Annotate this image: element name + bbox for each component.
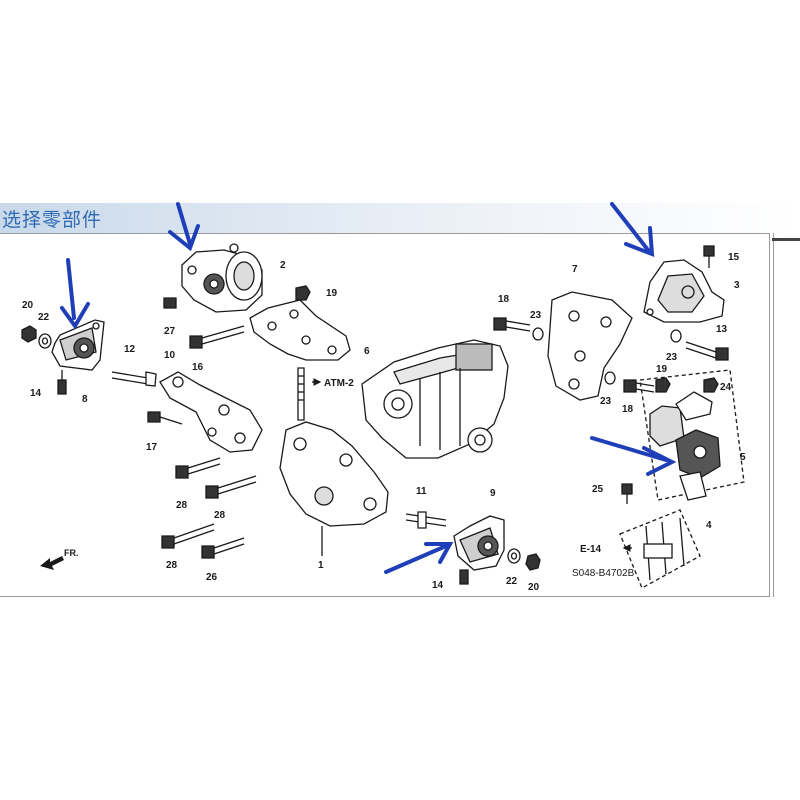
callout-13: 13 — [716, 324, 728, 335]
callout-23-a: 23 — [530, 310, 542, 321]
part-6-bracket[interactable] — [249, 299, 351, 361]
part-16-bolt[interactable] — [189, 325, 245, 349]
part-2-mount[interactable] — [181, 243, 263, 313]
callout-24: 24 — [720, 382, 732, 393]
callout-1: 1 — [318, 560, 324, 571]
front-direction-arrow-icon: FR. — [40, 548, 79, 570]
highlight-arrow-right-mid-icon — [590, 436, 677, 476]
callout-6: 6 — [364, 346, 370, 357]
part-14-bolt-left[interactable] — [57, 370, 67, 395]
callout-20-left: 20 — [22, 300, 34, 311]
engine-block[interactable] — [361, 339, 509, 459]
callout-25: 25 — [592, 484, 604, 495]
callout-19-center: 19 — [326, 288, 338, 299]
part-15-bolt[interactable] — [703, 245, 715, 268]
callout-4: 4 — [706, 520, 712, 531]
part-11-bolt[interactable] — [405, 511, 447, 529]
page-title: 选择零部件 — [2, 209, 103, 231]
callout-28-c: 28 — [166, 560, 178, 571]
callout-14-left: 14 — [30, 388, 42, 399]
part-26-bolt[interactable] — [201, 537, 245, 559]
part-12-bolt[interactable] — [111, 371, 157, 387]
callout-19-right: 19 — [656, 364, 668, 375]
header-band — [0, 203, 800, 233]
part-9-mount[interactable] — [453, 515, 505, 571]
callout-5: 5 — [740, 452, 746, 463]
callout-10: 10 — [164, 350, 176, 361]
callout-8: 8 — [82, 394, 88, 405]
callout-28-b: 28 — [214, 510, 226, 521]
part-23-washer-b[interactable] — [604, 371, 616, 385]
part-14-bolt-right[interactable] — [459, 569, 469, 585]
callout-26: 26 — [206, 572, 218, 583]
part-4-assembly[interactable] — [639, 369, 745, 501]
part-27-bolt[interactable] — [163, 297, 177, 309]
part-20-nut-right[interactable] — [525, 553, 541, 571]
callout-18-upper: 18 — [498, 294, 510, 305]
highlight-arrow-left-icon — [60, 258, 90, 330]
callout-17: 17 — [146, 442, 158, 453]
part-10-bracket[interactable] — [159, 371, 263, 453]
part-28-bolt-a[interactable] — [175, 457, 221, 479]
highlight-arrow-top-icon — [168, 202, 200, 252]
callout-20-right: 20 — [528, 582, 540, 593]
callout-3: 3 — [734, 280, 740, 291]
part-8-mount[interactable] — [51, 319, 105, 371]
callout-11: 11 — [416, 486, 427, 497]
part-17-bolt[interactable] — [147, 411, 183, 425]
scroll-marker — [772, 238, 800, 241]
callout-16: 16 — [192, 362, 204, 373]
part-18-bolt-lower[interactable] — [623, 379, 655, 393]
highlight-arrow-right-top-icon — [610, 202, 655, 258]
part-7-bracket[interactable] — [547, 291, 633, 401]
callout-27: 27 — [164, 326, 176, 337]
callout-15: 15 — [728, 252, 740, 263]
part-24-nut[interactable] — [703, 377, 719, 393]
part-18-bolt-upper[interactable] — [493, 317, 531, 332]
callout-23-b: 23 — [600, 396, 612, 407]
callout-12: 12 — [124, 344, 136, 355]
part-23-washer-c[interactable] — [670, 329, 682, 343]
callout-22-right: 22 — [506, 576, 518, 587]
part-19-nut-right[interactable] — [655, 377, 671, 393]
callout-7: 7 — [572, 264, 578, 275]
ref-e14: E-14 — [580, 544, 602, 555]
highlight-arrow-bottom-icon — [384, 542, 454, 574]
part-25-bolt[interactable] — [621, 483, 633, 504]
frame-divider — [773, 233, 774, 597]
part-28-bolt-b[interactable] — [205, 475, 257, 499]
stud[interactable] — [297, 367, 305, 421]
part-22-washer-right[interactable] — [507, 548, 521, 564]
part-22-washer-left[interactable] — [38, 333, 52, 349]
part-1-bracket[interactable] — [279, 421, 389, 556]
callout-23-c: 23 — [666, 352, 678, 363]
callout-9: 9 — [490, 488, 496, 499]
front-label: FR. — [64, 548, 79, 558]
diagram-code: S048-B4702B — [572, 568, 635, 579]
callout-28-a: 28 — [176, 500, 188, 511]
part-3-mount[interactable] — [643, 259, 725, 323]
e14-detail[interactable] — [619, 509, 701, 589]
part-19-nut-center[interactable] — [295, 285, 311, 301]
part-20-nut-left[interactable] — [21, 325, 37, 343]
callout-14-right: 14 — [432, 580, 444, 591]
part-28-bolt-c[interactable] — [161, 523, 215, 549]
part-13-bolt[interactable] — [685, 341, 729, 361]
part-23-washer-a[interactable] — [532, 327, 544, 341]
ref-atm2: ATM-2 — [324, 378, 354, 389]
callout-22-left: 22 — [38, 312, 50, 323]
callout-2: 2 — [280, 260, 286, 271]
callout-18-lower: 18 — [622, 404, 634, 415]
